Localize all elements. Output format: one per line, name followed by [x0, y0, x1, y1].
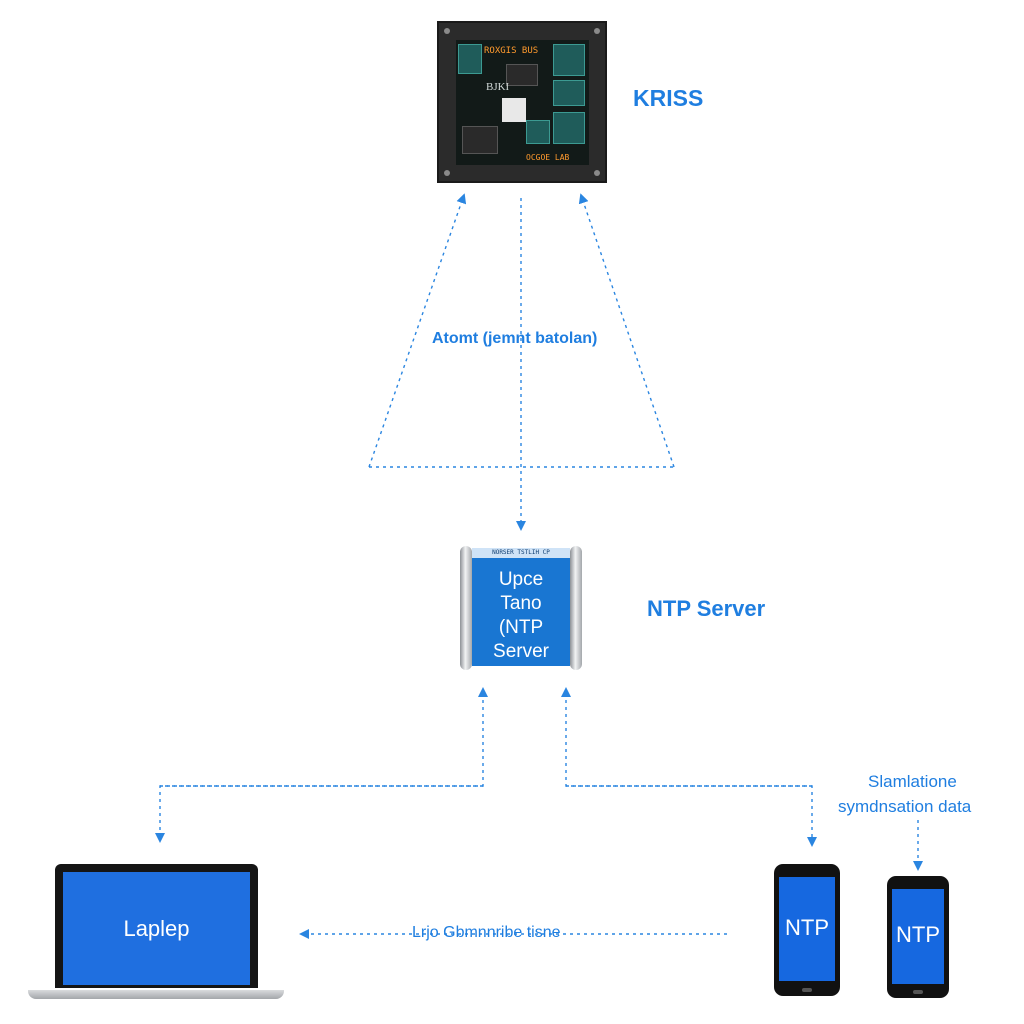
kriss-atomic-clock-device: ROXGIS BUS BJKI OCGOE LAB — [437, 21, 607, 183]
screw — [594, 28, 600, 34]
kriss-label: KRISS — [633, 85, 704, 111]
ntp-server-label: NTP Server — [647, 596, 766, 621]
laptop-base — [28, 990, 284, 999]
sync-label-line1: Slamlatione — [868, 772, 957, 791]
screen-module — [462, 126, 498, 154]
screen-module — [553, 112, 585, 144]
laptop-label: Laplep — [123, 916, 190, 941]
atomic-link-label: Atomt (jemnt batolan) — [432, 330, 598, 347]
phone-screen: NTP — [892, 889, 944, 984]
kriss-screen-footer: OCGOE LAB — [526, 153, 570, 162]
ntp-server-text-line: Upce — [498, 569, 544, 590]
ntp-to-laptop-arrow — [155, 785, 483, 843]
screen-module — [506, 64, 538, 86]
ntp-server-header: NORSER TSTLIH CP — [472, 548, 570, 558]
smartphone-device: NTP — [887, 876, 949, 998]
ntp-to-phone-arrow — [566, 785, 817, 847]
ntp-server-text-line: Tano — [500, 593, 542, 614]
screen-label-plate — [502, 98, 526, 122]
phone-label: NTP — [896, 922, 940, 947]
kriss-uplink-left-arrow — [368, 193, 467, 468]
screw — [444, 170, 450, 176]
kriss-device-screen: ROXGIS BUS BJKI OCGOE LAB — [456, 40, 589, 165]
laptop-to-ntp-arrow — [160, 687, 488, 787]
server-rail — [460, 546, 472, 670]
laptop-device: Laplep — [28, 864, 284, 1000]
ntp-server-device: NORSER TSTLIH CP Upce Tano (NTP Server — [460, 546, 582, 672]
laptop-screen: Laplep — [63, 872, 250, 985]
laptop-link-label: Lrjo Gbmnnribe tisne — [412, 924, 561, 941]
screen-module — [553, 44, 585, 76]
ntp-server-face: NORSER TSTLIH CP Upce Tano (NTP Server — [472, 548, 570, 666]
kriss-screen-title: ROXGIS BUS — [484, 46, 539, 56]
phone-label: NTP — [785, 915, 829, 940]
ntp-server-text-line: Server — [493, 641, 549, 662]
ntp-server-text: Upce Tano (NTP Server — [472, 568, 570, 664]
ntp-server-text-line: (NTP — [498, 617, 544, 638]
phone-home-button — [913, 990, 923, 994]
screen-module — [526, 120, 550, 144]
server-rail — [570, 546, 582, 670]
smartphone-device: NTP — [774, 864, 840, 996]
phone-home-button — [802, 988, 812, 992]
sync-label-line2: symdnsation data — [838, 797, 972, 816]
kriss-uplink-right-arrow — [578, 193, 675, 468]
laptop-lid: Laplep — [55, 864, 258, 988]
screen-module — [553, 80, 585, 106]
screw — [594, 170, 600, 176]
phone-to-ntp-arrow — [561, 687, 812, 787]
phone-screen: NTP — [779, 877, 835, 981]
kriss-screen-sub: BJKI — [486, 81, 510, 93]
screen-module — [458, 44, 482, 74]
screw — [444, 28, 450, 34]
